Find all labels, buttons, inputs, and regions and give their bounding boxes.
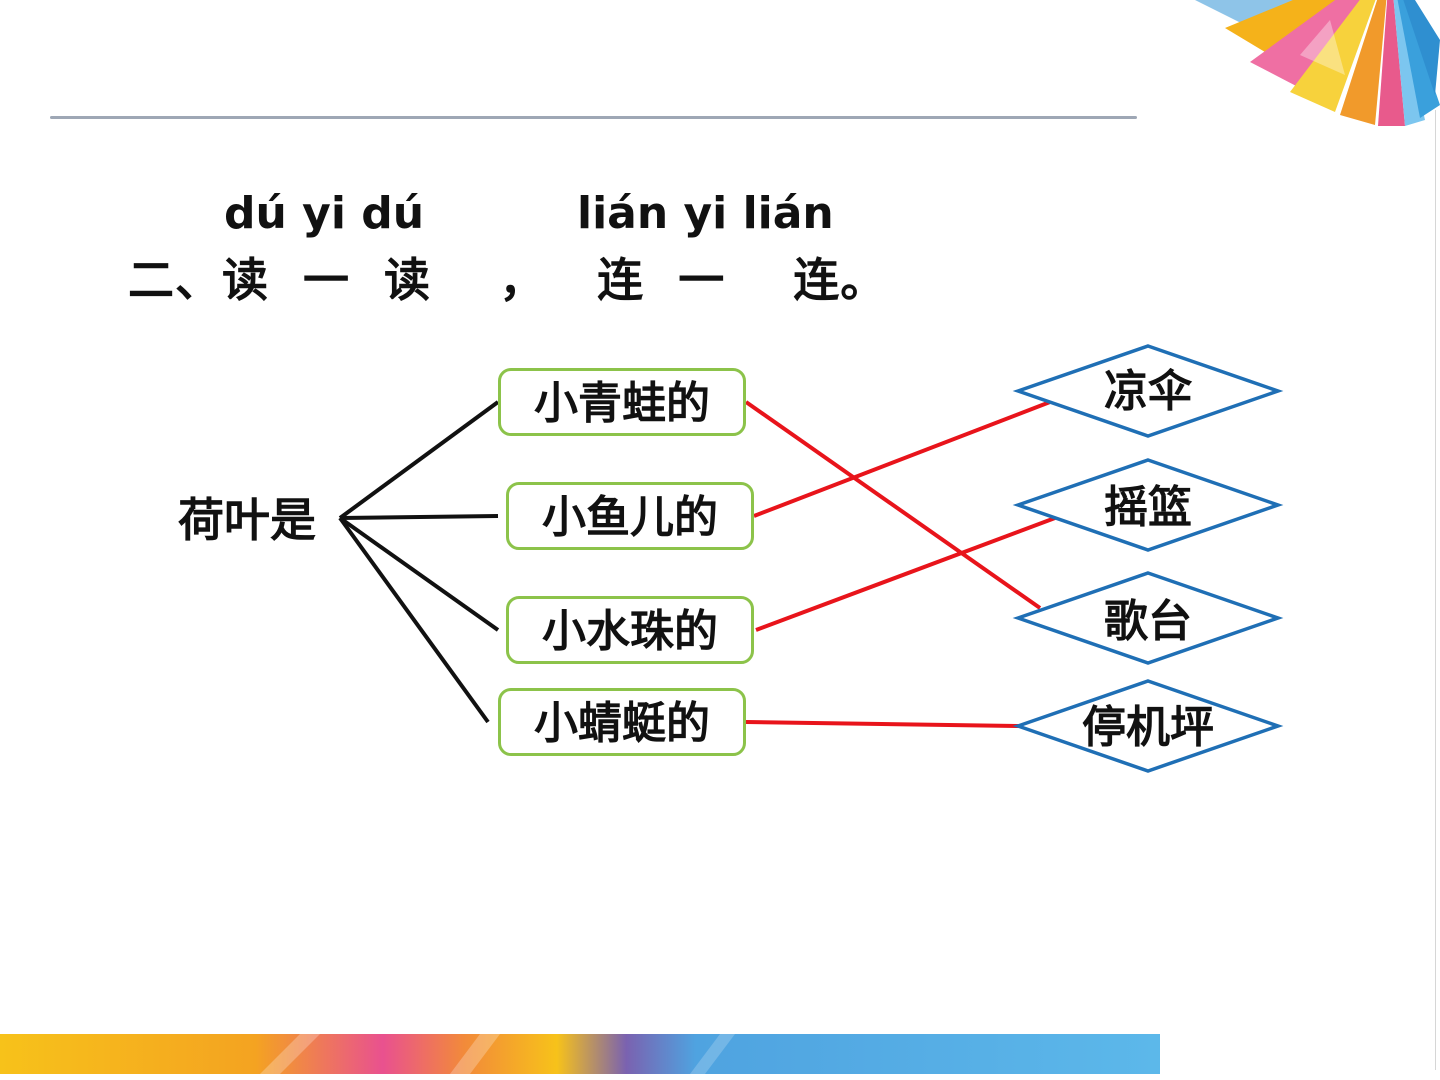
answer-line-3 <box>745 720 1021 728</box>
target-diamond-0 <box>1012 344 1284 438</box>
target-label-umbrella: 凉伞 <box>1104 366 1192 417</box>
answer-line-2 <box>755 516 1056 632</box>
tree-line-2 <box>338 516 500 632</box>
answer-line-0 <box>744 400 1042 610</box>
root-label: 荷叶是 <box>178 493 316 547</box>
right-edge-line <box>1435 110 1436 1070</box>
source-box-waterdrop: 小水珠的 <box>506 596 754 664</box>
corner-fan-decoration <box>1195 0 1440 126</box>
source-box-dragonfly: 小蜻蜓的 <box>498 688 746 756</box>
answer-line-1 <box>753 400 1051 518</box>
tree-line-0 <box>338 400 500 520</box>
top-divider <box>50 116 1137 119</box>
source-box-frog: 小青蛙的 <box>498 368 746 436</box>
tree-line-1 <box>339 514 499 520</box>
tree-line-3 <box>338 516 490 724</box>
pinyin-lian-yi-lian: lián yi lián <box>577 188 834 239</box>
bottom-color-bar <box>0 1034 1160 1074</box>
target-label-cradle: 摇篮 <box>1104 482 1192 533</box>
target-diamond-2 <box>1012 571 1284 665</box>
target-diamond-1 <box>1012 458 1284 552</box>
target-label-stage: 歌台 <box>1104 596 1192 647</box>
source-box-fish: 小鱼儿的 <box>506 482 754 550</box>
target-diamond-3 <box>1012 679 1284 773</box>
pinyin-du-yi-du: dú yi dú <box>224 188 425 239</box>
target-label-helipad: 停机坪 <box>1082 702 1214 753</box>
